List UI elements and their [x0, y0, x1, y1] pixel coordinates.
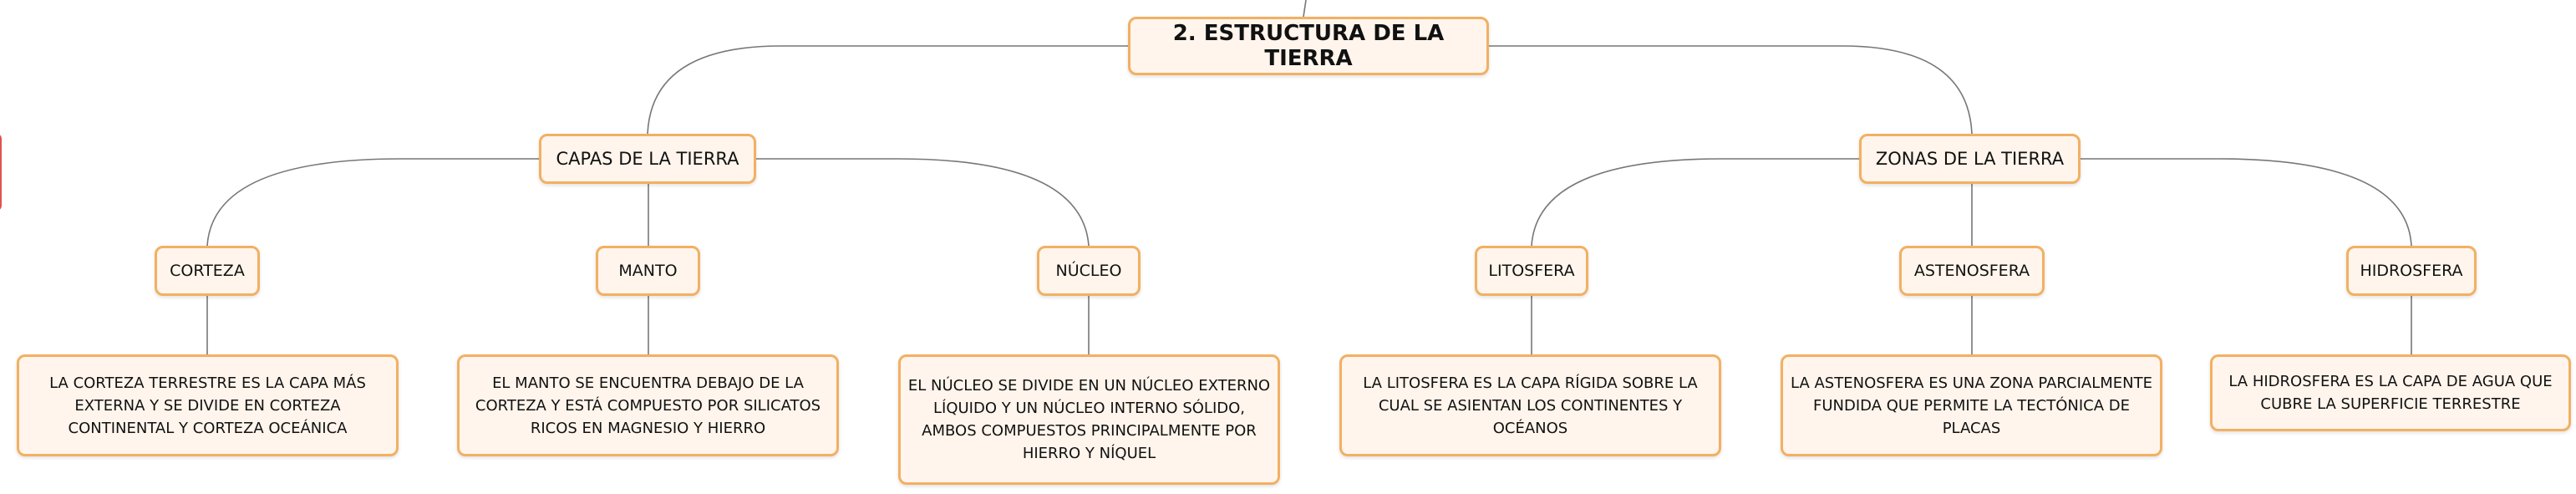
topic-label: CORTEZA: [170, 262, 245, 280]
description-text: LA CORTEZA TERRESTRE ES LA CAPA MÁS EXTE…: [49, 374, 366, 437]
description-litosfera[interactable]: LA LITOSFERA ES LA CAPA RÍGIDA SOBRE LA …: [1339, 354, 1721, 456]
branch-label: ZONAS DE LA TIERRA: [1875, 149, 2065, 169]
connector-zonas-litosfera: [1531, 158, 1859, 247]
topic-label: NÚCLEO: [1055, 262, 1122, 280]
connector-root-capas: [647, 45, 1128, 135]
connector-capas-nucleo: [756, 158, 1090, 247]
connector-root-zonas: [1487, 45, 1973, 135]
topic-hidrosfera[interactable]: HIDROSFERA: [2346, 246, 2477, 296]
connector-zonas-hidrosfera: [2081, 158, 2412, 247]
description-astenosfera[interactable]: LA ASTENOSFERA ES UNA ZONA PARCIALMENTE …: [1781, 354, 2162, 456]
topic-nucleo[interactable]: NÚCLEO: [1037, 246, 1141, 296]
description-text: LA ASTENOSFERA ES UNA ZONA PARCIALMENTE …: [1791, 374, 2152, 437]
description-corteza[interactable]: LA CORTEZA TERRESTRE ES LA CAPA MÁS EXTE…: [17, 354, 399, 456]
topic-litosfera[interactable]: LITOSFERA: [1475, 246, 1588, 296]
topic-label: MANTO: [618, 262, 678, 280]
topic-label: LITOSFERA: [1488, 262, 1575, 280]
root-topic[interactable]: 2. ESTRUCTURA DE LA TIERRA: [1128, 17, 1489, 75]
description-text: LA HIDROSFERA ES LA CAPA DE AGUA QUE CUB…: [2228, 373, 2553, 413]
branch-zonas-de-la-tierra[interactable]: ZONAS DE LA TIERRA: [1859, 134, 2081, 184]
topic-manto[interactable]: MANTO: [596, 246, 700, 296]
connector-root-up: [1303, 0, 1307, 18]
branch-capas-de-la-tierra[interactable]: CAPAS DE LA TIERRA: [539, 134, 756, 184]
description-text: EL NÚCLEO SE DIVIDE EN UN NÚCLEO EXTERNO…: [907, 377, 1271, 462]
description-manto[interactable]: EL MANTO SE ENCUENTRA DEBAJO DE LA CORTE…: [457, 354, 839, 456]
topic-astenosfera[interactable]: ASTENOSFERA: [1899, 246, 2045, 296]
topic-corteza[interactable]: CORTEZA: [155, 246, 260, 296]
description-hidrosfera[interactable]: LA HIDROSFERA ES LA CAPA DE AGUA QUE CUB…: [2210, 354, 2571, 431]
connector-capas-corteza: [206, 158, 539, 247]
description-text: LA LITOSFERA ES LA CAPA RÍGIDA SOBRE LA …: [1363, 374, 1698, 437]
description-nucleo[interactable]: EL NÚCLEO SE DIVIDE EN UN NÚCLEO EXTERNO…: [898, 354, 1280, 485]
branch-label: CAPAS DE LA TIERRA: [556, 149, 739, 169]
root-topic-label: 2. ESTRUCTURA DE LA TIERRA: [1172, 21, 1445, 71]
topic-label: ASTENOSFERA: [1913, 262, 2030, 280]
topic-label: HIDROSFERA: [2360, 262, 2463, 280]
description-text: EL MANTO SE ENCUENTRA DEBAJO DE LA CORTE…: [475, 374, 821, 437]
